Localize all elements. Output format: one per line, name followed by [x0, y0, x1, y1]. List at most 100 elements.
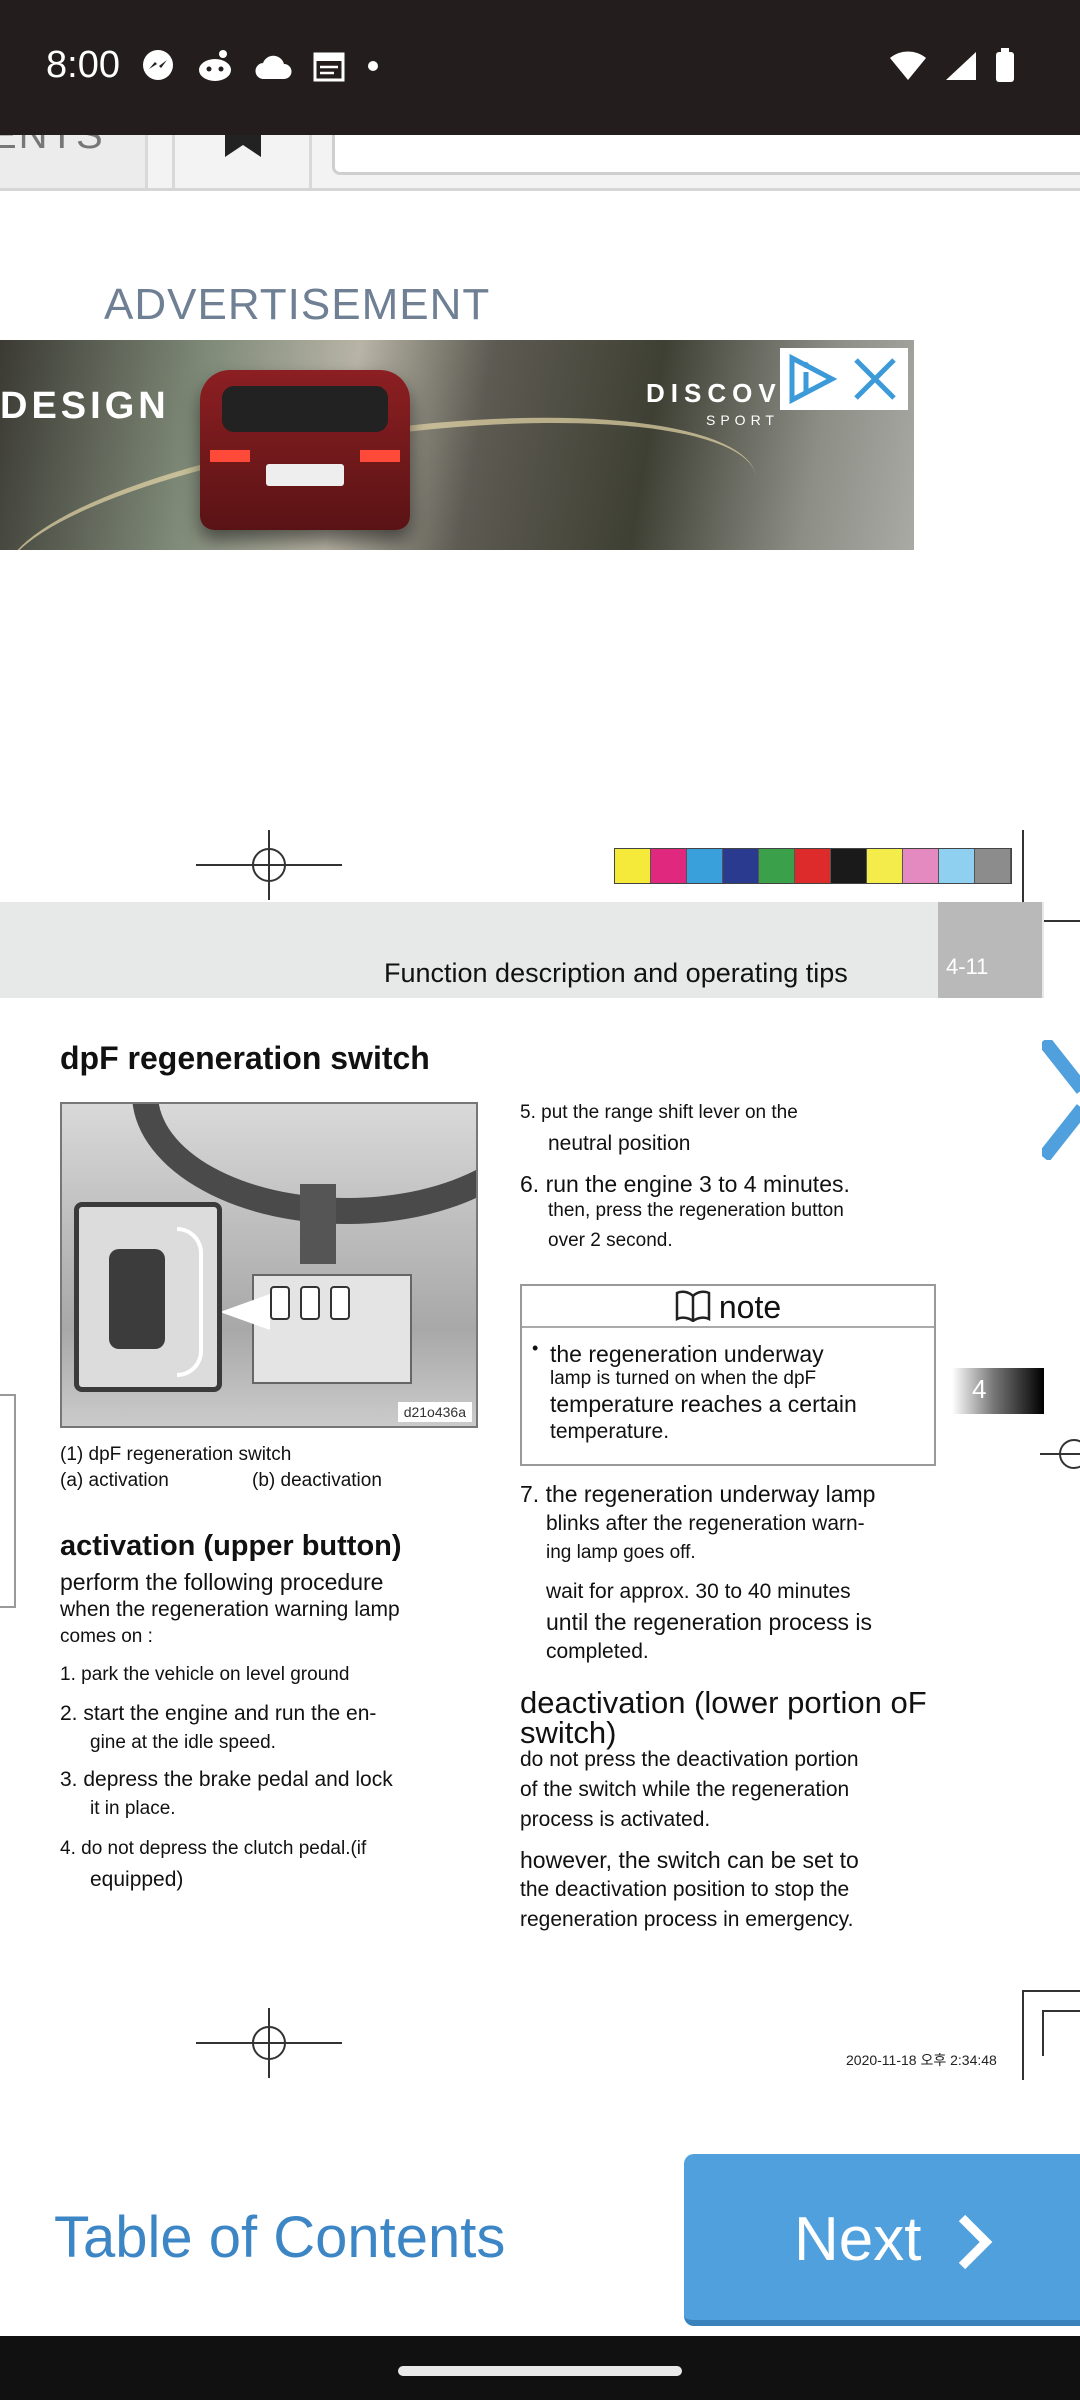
figure-code: d21o436a [397, 1402, 472, 1422]
page-header: Function description and operating tips [0, 902, 1044, 998]
chapter-side-tab: 4 [952, 1368, 1044, 1414]
caption-deactivation: (b) deactivation [252, 1470, 382, 1491]
step-3: 3. depress the brake pedal and lock [60, 1768, 393, 1791]
wait-text: completed. [546, 1640, 649, 1663]
ad-car-plate [266, 464, 344, 486]
bookmark-button[interactable] [172, 135, 312, 188]
next-button[interactable]: Next [684, 2154, 1080, 2326]
activation-intro: comes on : [60, 1626, 153, 1647]
color-swatch [795, 849, 831, 883]
chapter-side-tab-label: 4 [972, 1374, 987, 1404]
crop-mark-icon [196, 830, 342, 900]
note-body: the regeneration underway lamp is turned… [550, 1340, 920, 1446]
caption-activation: (a) activation [60, 1470, 169, 1491]
crop-corner-mark [1022, 830, 1080, 922]
adjacent-page-edge [0, 1394, 16, 1608]
dpf-switch-graphic [109, 1249, 165, 1349]
reddit-icon [199, 50, 231, 81]
contents-tab-label: ENTS [0, 135, 105, 157]
color-calibration-bar [614, 848, 1012, 884]
color-swatch [651, 849, 687, 883]
step-5-cont: neutral position [548, 1132, 691, 1155]
ad-text-design: DESIGN [0, 385, 170, 427]
step-5: 5. put the range shift lever on the [520, 1102, 798, 1123]
ad-car-window [222, 386, 388, 432]
caption-switch: (1) dpF regeneration switch [60, 1444, 292, 1465]
section-title: dpF regeneration switch [60, 1040, 430, 1076]
step-7-cont: blinks after the regeneration warn- [546, 1512, 865, 1535]
note-bullet: • [532, 1338, 539, 1358]
color-swatch [687, 849, 723, 883]
console-buttons-graphic [270, 1286, 350, 1320]
adchoices-icon[interactable] [784, 354, 840, 404]
system-navigation-bar [0, 2336, 1080, 2400]
table-of-contents-link[interactable]: Table of Contents [54, 2205, 506, 2270]
signal-icon [946, 52, 976, 80]
dot-icon [368, 61, 378, 71]
wait-text: until the regeneration process is [546, 1609, 873, 1635]
next-page-chevron-icon[interactable] [1042, 1040, 1080, 1160]
chevron-right-icon [958, 2214, 993, 2270]
note-line: temperature. [550, 1420, 670, 1443]
print-timestamp: 2020-11-18 오후 2:34:48 [846, 2052, 997, 2068]
cloud-icon [255, 55, 292, 80]
step-6-cont: then, press the regeneration button [548, 1200, 844, 1221]
color-swatch [759, 849, 795, 883]
color-swatch [975, 849, 1011, 883]
color-swatch [903, 849, 939, 883]
home-gesture-handle[interactable] [398, 2366, 682, 2376]
note-line: temperature reaches a certain [550, 1391, 857, 1417]
ad-banner[interactable]: DESIGN DISCOV SPORT [0, 340, 914, 550]
deactivation-text: regeneration process in emergency. [520, 1908, 854, 1931]
status-time: 8:00 [46, 44, 120, 86]
deactivation-title: deactivation (lower portion oF switch) [520, 1685, 927, 1750]
crop-mark-icon [196, 2008, 342, 2078]
page-number: 4-11 [938, 902, 1042, 998]
step-7: 7. the regeneration underway lamp [520, 1481, 876, 1507]
step-1: 1. park the vehicle on level ground [60, 1664, 350, 1685]
next-button-label: Next [794, 2205, 922, 2274]
wait-text: wait for approx. 30 to 40 minutes [546, 1580, 851, 1603]
ad-choices [780, 348, 908, 410]
console-graphic [252, 1274, 412, 1384]
status-bar: 8:00 [0, 0, 1080, 135]
deactivation-text: process is activated. [520, 1808, 711, 1831]
page-header-title: Function description and operating tips [384, 958, 848, 988]
deactivation-text: of the switch while the regeneration [520, 1778, 850, 1801]
crop-corner-mark [1042, 2010, 1080, 2056]
ad-text-brand: DISCOV [646, 378, 782, 408]
battery-icon [996, 48, 1014, 82]
callout-pointer [220, 1294, 270, 1330]
system-icons [888, 48, 1016, 84]
rocker-arrow-graphic [177, 1227, 203, 1377]
step-3-cont: it in place. [90, 1798, 176, 1819]
note-title: note [718, 1289, 782, 1325]
ad-text-sport: SPORT [706, 412, 779, 428]
step-4: 4. do not depress the clutch pedal.(if [60, 1838, 367, 1859]
color-swatch [723, 849, 759, 883]
note-line: the regeneration underway [550, 1341, 824, 1367]
crop-mark-icon [1040, 1439, 1080, 1469]
calendar-icon [313, 52, 345, 82]
book-icon [675, 1290, 711, 1323]
ad-car-image [200, 370, 410, 530]
notification-icons [140, 48, 380, 84]
switch-inset-graphic [74, 1202, 222, 1392]
top-navigation: ENTS [0, 135, 1080, 191]
step-2: 2. start the engine and run the en- [60, 1702, 377, 1725]
color-swatch [615, 849, 651, 883]
step-7-cont: ing lamp goes off. [546, 1542, 696, 1563]
advertisement-label: ADVERTISEMENT [104, 280, 491, 329]
step-6-cont: over 2 second. [548, 1230, 673, 1251]
ad-car-light [360, 450, 400, 462]
activation-intro: perform the following procedure [60, 1569, 384, 1595]
contents-tab[interactable]: ENTS [0, 135, 148, 188]
crop-corner-mark [1022, 1990, 1080, 2080]
deactivation-text: the deactivation position to stop the [520, 1878, 850, 1901]
close-ad-icon[interactable] [848, 354, 902, 404]
search-input[interactable] [332, 135, 1080, 175]
note-line: lamp is turned on when the dpF [550, 1368, 817, 1389]
messenger-icon [143, 50, 173, 80]
dpf-switch-figure: d21o436a [60, 1102, 478, 1428]
ad-car-light [210, 450, 250, 462]
